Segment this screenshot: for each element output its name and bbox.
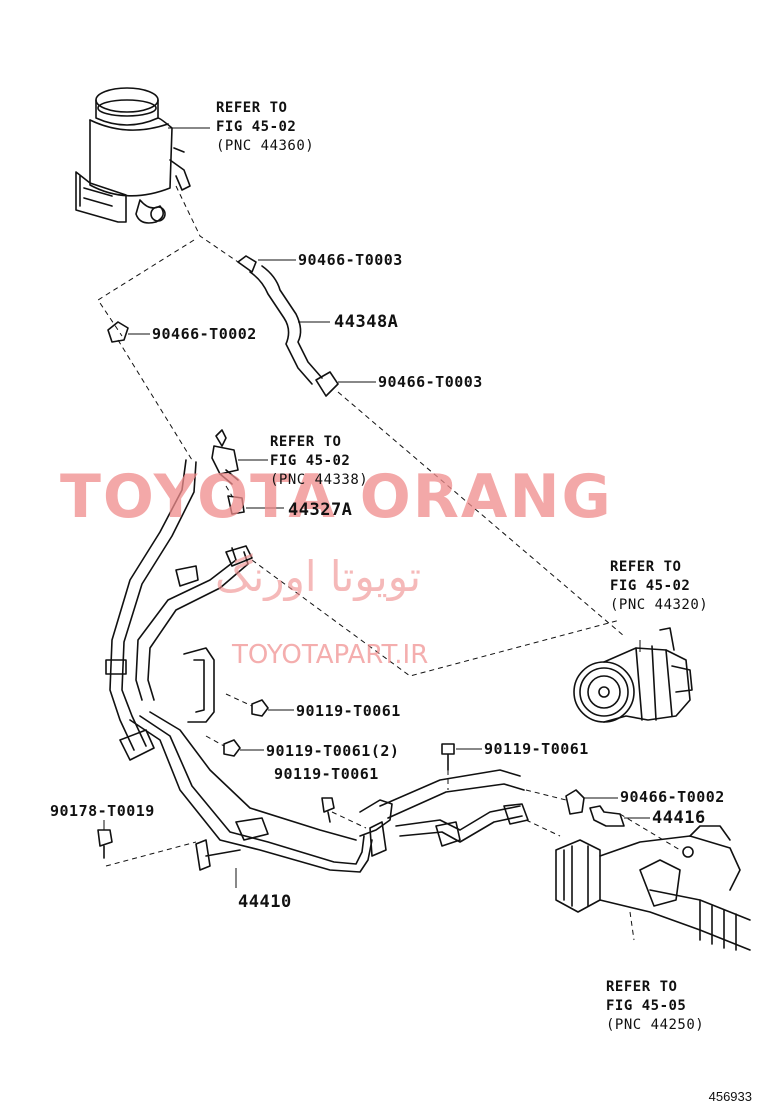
return-hose-icon <box>237 255 339 397</box>
refer-note-switch: REFER TO FIG 45-02 (PNC 44338) <box>270 434 369 488</box>
part-label-90119-t0061-2: 90119-T0061(2) <box>266 742 400 760</box>
union-bolt-icon <box>589 805 625 827</box>
part-label-44410: 44410 <box>238 892 292 912</box>
return-pipe-icon <box>119 647 529 873</box>
figure-number: 456933 <box>708 1089 752 1104</box>
part-label-44327a: 44327A <box>288 500 353 520</box>
part-label-90466-t0002-left: 90466-T0002 <box>152 325 257 343</box>
refer-note-reservoir: REFER TO FIG 45-02 (PNC 44360) <box>216 100 315 154</box>
part-label-90119-t0061-b: 90119-T0061 <box>484 740 589 758</box>
part-label-90466-t0002-right: 90466-T0002 <box>620 788 725 806</box>
refer-note-pump: REFER TO FIG 45-02 (PNC 44320) <box>610 559 709 613</box>
part-label-90119-t0061-a: 90119-T0061 <box>296 702 401 720</box>
part-label-90119-t0061-c: 90119-T0061 <box>274 765 379 783</box>
reservoir-tank-icon <box>75 87 191 224</box>
clamp-icon <box>565 789 585 815</box>
hose-clip-icon <box>107 321 129 343</box>
watermark-persian: تویوتا اورنگ <box>215 552 422 601</box>
bolt-icon <box>97 699 455 859</box>
pressure-hose-icon <box>105 459 253 751</box>
part-label-44348a: 44348A <box>334 312 399 332</box>
watermark-url: TOYOTAPART.IR <box>232 640 429 670</box>
part-label-90466-t0003-lower: 90466-T0003 <box>378 373 483 391</box>
power-steering-pump-icon <box>573 627 693 723</box>
part-label-44416: 44416 <box>652 808 706 828</box>
steering-gear-icon <box>555 825 751 951</box>
leader-lines <box>103 127 650 888</box>
reference-lines <box>97 185 681 941</box>
watermark-brand: TOYOTA ORANG <box>60 462 613 532</box>
part-label-90466-t0003-top: 90466-T0003 <box>298 251 403 269</box>
pressure-switch-icon <box>211 429 245 515</box>
refer-note-gear: REFER TO FIG 45-05 (PNC 44250) <box>606 979 705 1033</box>
part-label-90178-t0019: 90178-T0019 <box>50 802 155 820</box>
